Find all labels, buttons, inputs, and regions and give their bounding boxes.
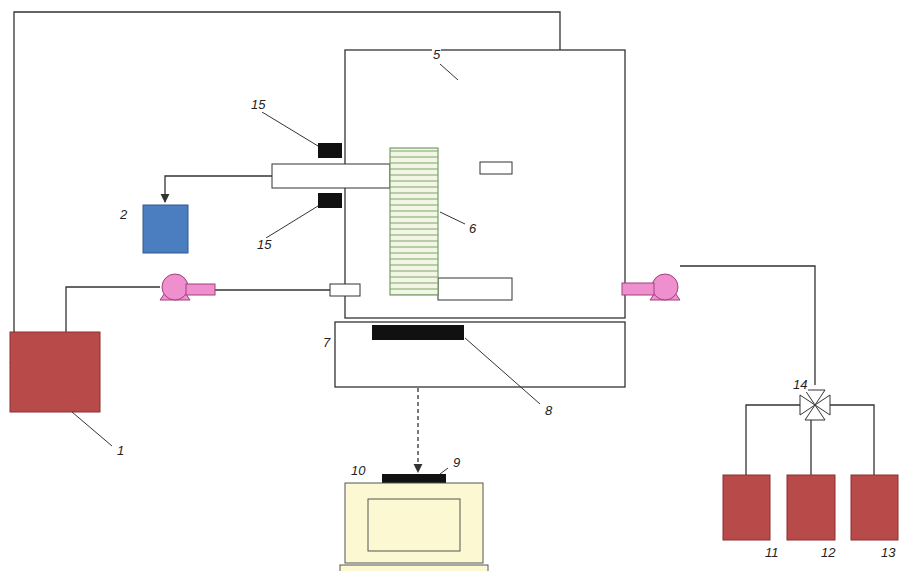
stirrer-base bbox=[335, 322, 625, 387]
callout-number: 14 bbox=[792, 378, 808, 392]
supply-line bbox=[746, 405, 800, 475]
callout-number: 8 bbox=[544, 404, 553, 418]
magnet-block bbox=[318, 143, 342, 158]
monitor-screen bbox=[368, 499, 460, 551]
magnet-block bbox=[318, 193, 342, 208]
callout-number: 5 bbox=[432, 48, 441, 62]
monitor bbox=[345, 483, 483, 563]
callout-number: 13 bbox=[880, 546, 896, 560]
callout-number: 2 bbox=[119, 208, 128, 222]
callout-number: 6 bbox=[468, 222, 477, 236]
permeate-tank bbox=[143, 205, 188, 253]
outlet-tube bbox=[272, 164, 390, 188]
callout-number: 1 bbox=[116, 444, 125, 458]
inlet-fitting bbox=[330, 284, 360, 296]
solution-tank bbox=[787, 475, 835, 540]
pump bbox=[160, 274, 215, 300]
feed-line bbox=[66, 287, 160, 332]
callout-number: 15 bbox=[250, 98, 266, 112]
signal-link bbox=[417, 388, 418, 472]
sensor-plate bbox=[372, 325, 464, 340]
outlet-line bbox=[165, 176, 272, 202]
callout-number: 15 bbox=[256, 238, 272, 252]
leader-line bbox=[72, 64, 540, 474]
callout-number: 9 bbox=[452, 456, 461, 470]
callout-number: 12 bbox=[820, 546, 836, 560]
feed-line bbox=[215, 289, 330, 290]
pump bbox=[622, 274, 680, 300]
membrane-stack bbox=[390, 148, 438, 295]
solution-tank bbox=[851, 475, 898, 540]
supply-line bbox=[830, 405, 874, 475]
membrane-stack-lines bbox=[390, 148, 438, 295]
callout-number: 11 bbox=[764, 546, 780, 560]
supply-line bbox=[810, 418, 811, 475]
feed-line bbox=[680, 266, 815, 385]
callout-number: 7 bbox=[322, 336, 331, 350]
four-way-valve bbox=[800, 390, 830, 420]
computer-base bbox=[340, 565, 488, 571]
feed-tank bbox=[10, 332, 100, 412]
outlet-fitting bbox=[480, 162, 512, 174]
solution-tank bbox=[723, 475, 770, 540]
interface-card bbox=[382, 474, 446, 483]
inlet-tube bbox=[438, 278, 512, 300]
callout-number: 10 bbox=[350, 464, 366, 478]
